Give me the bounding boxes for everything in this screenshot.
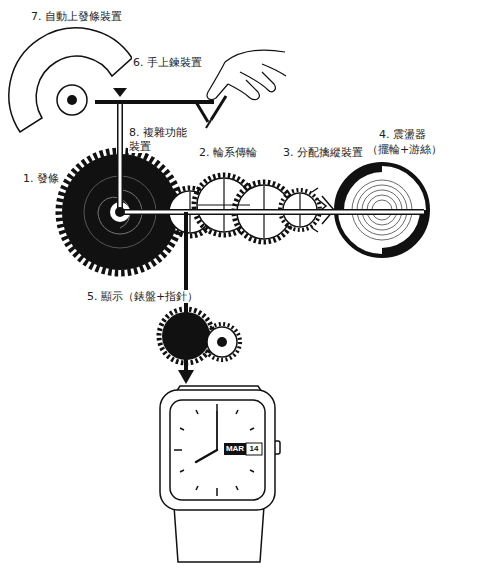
- complication-line: [119, 104, 122, 212]
- rotor: [9, 28, 132, 132]
- winding-marker: [113, 88, 127, 97]
- date-window-day: [246, 443, 262, 455]
- watch: [160, 386, 280, 562]
- part-label: 裝置: [128, 140, 152, 153]
- rotor-hub: [57, 85, 87, 115]
- part-label: 1. 發條: [22, 172, 60, 185]
- display-arrowhead: [178, 370, 194, 384]
- part-label: 6. 手上鍊裝置: [132, 56, 203, 69]
- display-gear-teeth: [159, 309, 213, 363]
- display-gear2: [207, 327, 237, 357]
- complication-line-outline: [117, 102, 123, 212]
- barrel-arbor: [115, 207, 125, 217]
- part-label: 3. 分配擒縱裝置: [282, 146, 364, 159]
- rotor-pivot: [67, 95, 77, 105]
- date-month: MAR: [224, 443, 246, 454]
- part-label: （擺輪+游絲）: [366, 143, 443, 156]
- hour-markers: [174, 404, 254, 496]
- part-label: 7. 自動上發條裝置: [30, 10, 123, 23]
- part-label: 4. 震盪器: [378, 128, 427, 141]
- display-gear: [162, 312, 210, 360]
- date-day: 14: [246, 443, 262, 454]
- part-label: 2. 輪系傳輪: [198, 146, 258, 159]
- date-window-month: [224, 443, 246, 455]
- part-label: 8. 複雜功能: [128, 126, 188, 139]
- display-gear2-hub: [217, 337, 227, 347]
- display-gear2-teeth: [204, 324, 240, 360]
- winding-link: [196, 102, 208, 122]
- gear-train: [166, 175, 320, 242]
- hand-drawing: [206, 50, 286, 128]
- part-label: 5. 顯示（錶盤+指針）: [86, 290, 199, 303]
- energy-line: [120, 211, 424, 214]
- energy-line-outline: [120, 209, 424, 215]
- watch-hands: [196, 412, 217, 462]
